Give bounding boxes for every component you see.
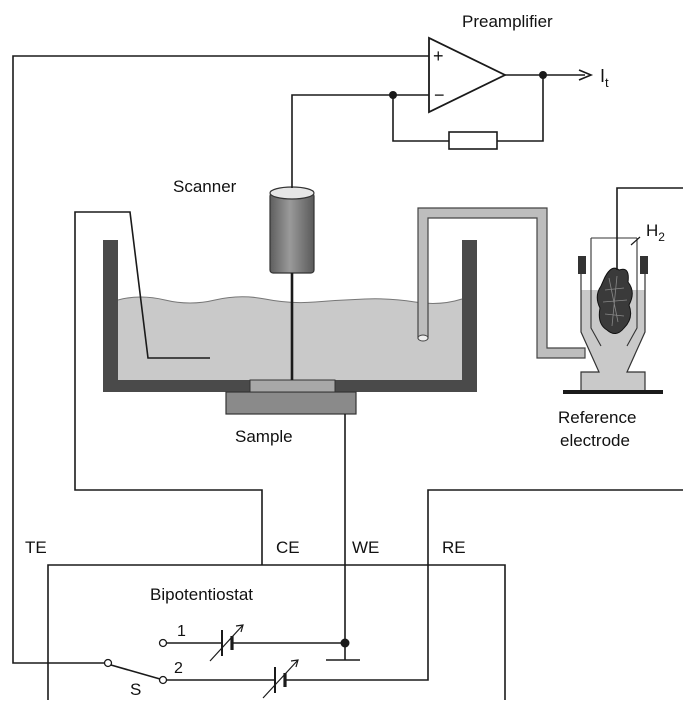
switch-position-2-label: 2: [174, 660, 183, 677]
switch-contact-2: [158, 675, 168, 685]
electrolyte: [118, 296, 462, 380]
ce-label: CE: [276, 538, 300, 557]
feedback-resistor: [448, 131, 498, 150]
reference-lead-wire: [616, 187, 683, 270]
reference-vessel: [580, 258, 646, 390]
bipotentiostat-label: Bipotentiostat: [150, 585, 253, 604]
electrolyte-surface: [117, 296, 463, 304]
switch-position-1-label: 1: [177, 623, 186, 640]
te-wire: [12, 55, 429, 664]
cell-wall-left: [103, 240, 118, 392]
hydrogen-label: H2: [646, 221, 665, 244]
reference-label-line1: Reference: [558, 408, 636, 427]
capillary-tip: [417, 334, 429, 342]
we-node: [340, 638, 350, 648]
h2-pointer: [630, 236, 641, 246]
output-arrow-icon: [578, 69, 594, 81]
opamp-plus: +: [433, 46, 444, 66]
sample-label: Sample: [235, 427, 293, 446]
reference-cap-right: [640, 256, 648, 274]
scanner-label: Scanner: [173, 177, 237, 196]
inverting-input-node: [389, 91, 397, 99]
switch-pivot: [103, 658, 113, 668]
reference-cap-left: [578, 256, 586, 274]
cell-bottom-left: [103, 380, 250, 392]
feedback-wire: [392, 75, 544, 142]
counter-electrode-wire: [74, 211, 263, 565]
variable-arrow-2: [262, 659, 299, 699]
switch-contact-1: [158, 638, 168, 648]
te-label: TE: [25, 538, 47, 557]
tip-wire: [291, 94, 393, 188]
switch-label: S: [130, 680, 141, 699]
variable-arrow-1-head: [235, 624, 244, 633]
we-label: WE: [352, 538, 379, 557]
reference-label-line2: electrode: [560, 431, 630, 450]
current-label: It: [600, 66, 609, 90]
sample-electrode: [225, 391, 357, 415]
variable-arrow-2-head: [290, 659, 299, 668]
scanner-top: [269, 186, 315, 200]
switch-lever: [110, 664, 161, 680]
bipotentiostat-box: [47, 564, 506, 700]
re-label: RE: [442, 538, 466, 557]
opamp-minus: −: [434, 85, 445, 105]
cell-bottom-right: [335, 380, 477, 392]
reference-base: [563, 390, 663, 394]
variable-arrow-1: [209, 624, 244, 662]
preamplifier-opamp: [428, 36, 508, 114]
hydrogen-electrode-texture: [602, 275, 628, 327]
sample-top: [249, 379, 336, 393]
scanner-body: [269, 192, 315, 274]
preamplifier-label: Preamplifier: [462, 12, 553, 31]
reference-inner-tube: [590, 237, 638, 347]
re-wire: [300, 489, 683, 681]
cell-wall-right: [462, 240, 477, 392]
